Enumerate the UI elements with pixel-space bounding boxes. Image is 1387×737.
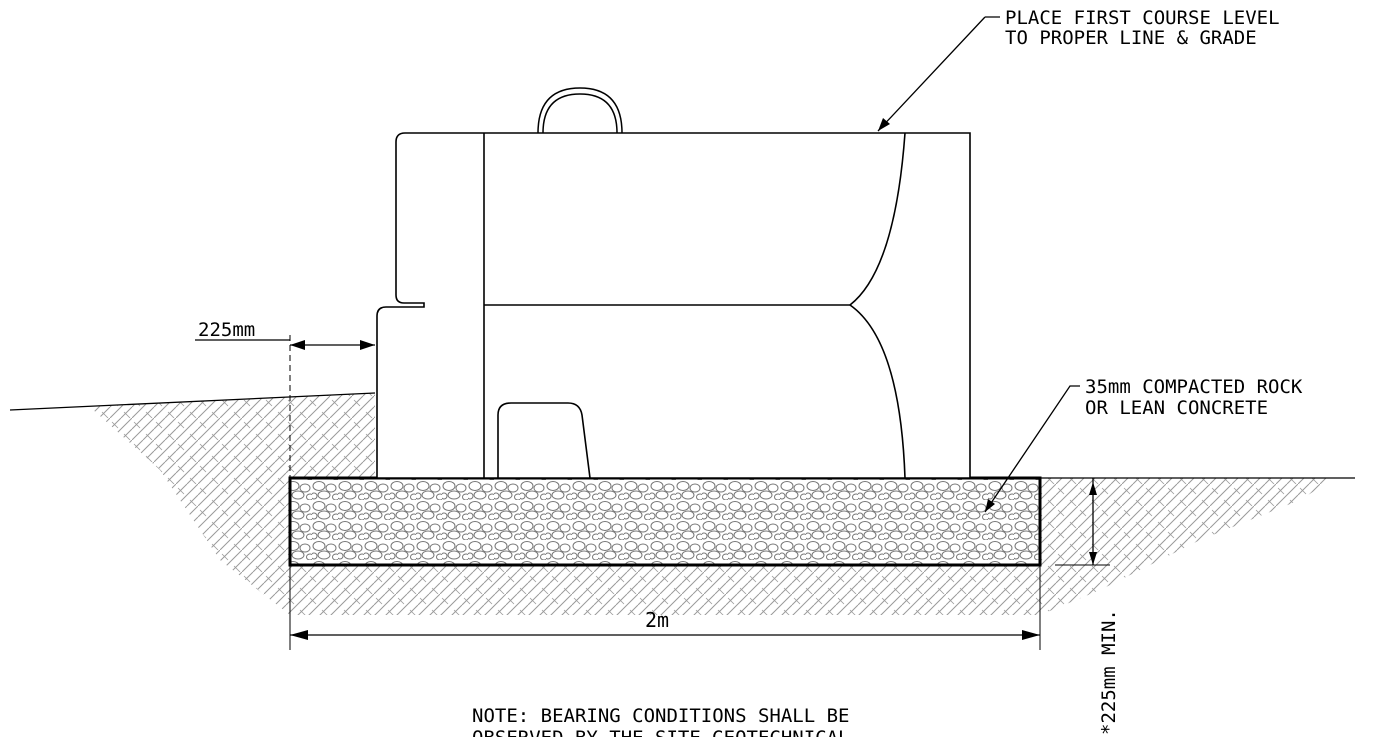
- first-course-callout-line2: TO PROPER LINE & GRADE: [1005, 27, 1257, 49]
- lifting-handle: [537, 87, 623, 134]
- base-depth-arrow-bottom: [1089, 552, 1097, 565]
- setback-arrow-left: [290, 340, 305, 350]
- compacted-rock-base: [288, 476, 1042, 567]
- base-width-arrow-left: [290, 630, 308, 640]
- base-callout-line1: 35mm COMPACTED ROCK: [1085, 376, 1303, 398]
- base-depth-label: *225mm MIN.: [1098, 609, 1120, 735]
- wall-block-lower-curve: [849, 304, 906, 479]
- base-arrowhead: [985, 499, 995, 512]
- bottom-recess: [497, 402, 591, 479]
- setback-dimension-label: 225mm: [198, 319, 255, 341]
- first-course-callout-line1: PLACE FIRST COURSE LEVEL: [1005, 7, 1280, 29]
- note-line2: OBSERVED BY THE SITE GEOTECHNICAL: [472, 727, 850, 737]
- retained-soil-hatch: [90, 393, 1335, 615]
- first-course-arrowhead: [878, 118, 890, 131]
- base-leader: [984, 385, 1080, 513]
- base-callout-line2: OR LEAN CONCRETE: [1085, 397, 1268, 419]
- base-depth-arrow-top: [1089, 482, 1097, 495]
- note-line1: NOTE: BEARING CONDITIONS SHALL BE: [472, 705, 850, 727]
- wall-block-upper-curve: [849, 132, 906, 306]
- base-width-label: 2m: [645, 608, 669, 632]
- retained-ground-line: [9, 392, 376, 411]
- first-course-leader: [877, 16, 1000, 132]
- setback-arrow-right: [360, 340, 375, 350]
- base-width-arrow-right: [1022, 630, 1040, 640]
